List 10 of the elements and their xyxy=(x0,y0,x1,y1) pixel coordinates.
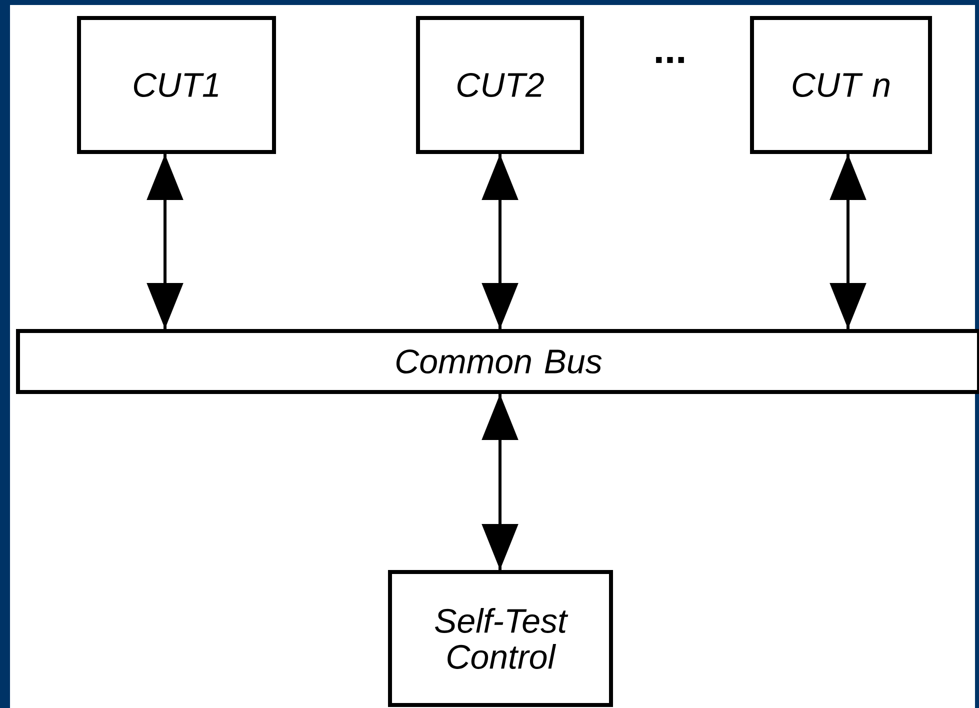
block-box: Self-Test Control xyxy=(388,570,613,707)
block-box: CUT n xyxy=(750,16,932,154)
ellipsis: ... xyxy=(656,57,684,63)
double-arrow xyxy=(482,154,518,329)
bus-bar: Common Bus xyxy=(16,328,979,394)
block-box: CUT2 xyxy=(416,16,584,154)
double-arrow xyxy=(482,394,518,570)
block-box: CUT1 xyxy=(77,16,276,154)
double-arrow xyxy=(830,154,866,329)
double-arrow xyxy=(146,154,184,329)
